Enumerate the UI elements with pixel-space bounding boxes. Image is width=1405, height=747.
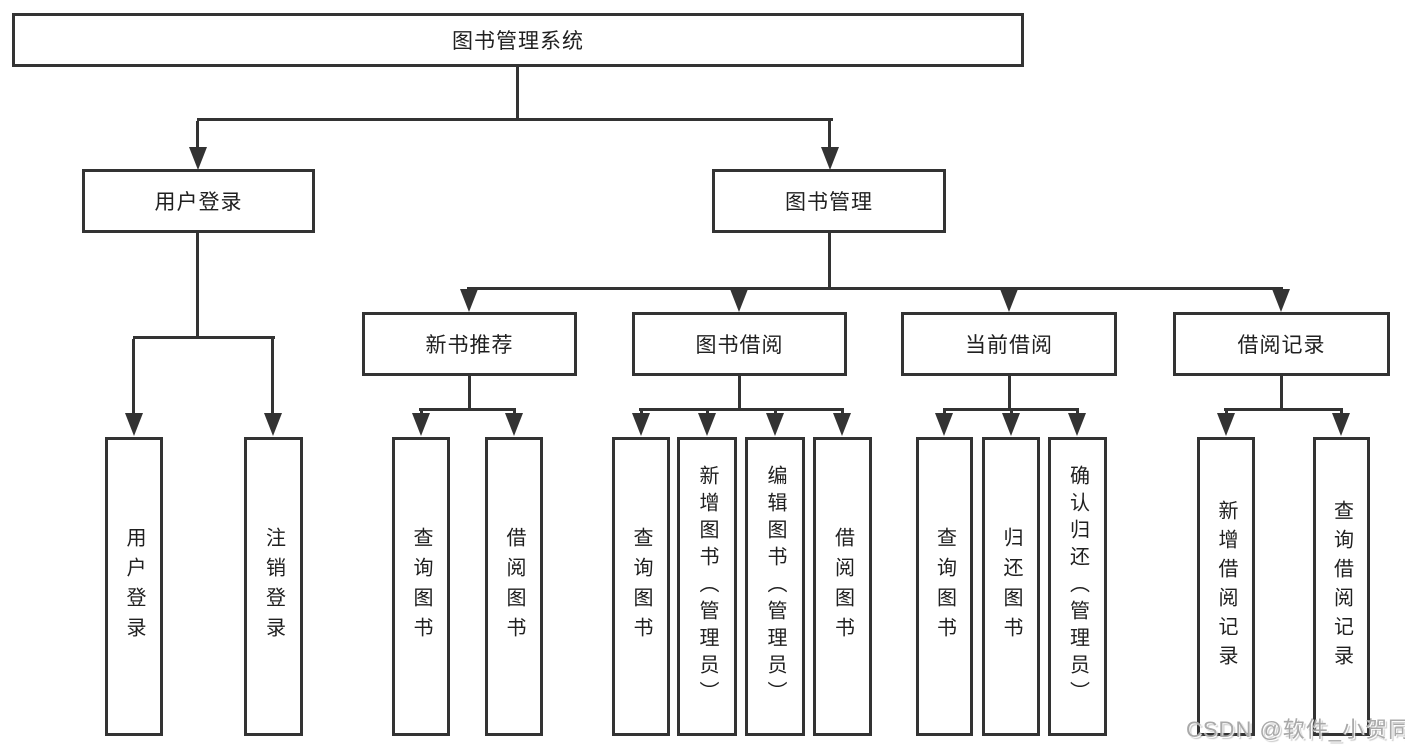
node-root-book-management-system: 图书管理系统 [12,13,1024,67]
connector-line [738,376,741,410]
arrow-down-icon [821,147,839,170]
arrow-down-icon [632,413,650,436]
arrow-down-icon [730,289,748,312]
node-book-management: 图书管理 [712,169,946,233]
connector-line [774,408,777,416]
arrow-down-icon [833,413,851,436]
node-root-label: 图书管理系统 [452,30,584,53]
connector-line [1340,408,1343,416]
connector-line [516,67,519,118]
connector-line [196,121,199,150]
leaf-add-borrow-record: 新增借阅记录 [1197,437,1255,736]
node-book-management-label: 图书管理 [785,191,873,214]
node-user-login: 用户登录 [82,169,315,233]
node-borrowing-records: 借阅记录 [1173,312,1390,376]
arrow-down-icon [1332,413,1350,436]
node-user-login-label: 用户登录 [154,191,243,214]
leaf-add-books-admin: 新增图书（管理员） [677,437,737,736]
leaf-query-books-current-label: 查询图书 [933,526,956,647]
leaf-query-books-recommend: 查询图书 [392,437,450,736]
arrow-down-icon [1068,413,1086,436]
leaf-query-books-borrowing: 查询图书 [612,437,670,736]
connector-line [513,408,516,416]
leaf-query-books-current: 查询图书 [916,437,973,736]
arrow-down-icon [766,413,784,436]
connector-line [1225,408,1228,416]
arrow-down-icon [125,413,143,436]
node-book-borrowing-label: 图书借阅 [695,334,784,357]
connector-line [196,233,199,338]
connector-line [420,408,423,416]
leaf-user-login: 用户登录 [105,437,163,736]
leaf-logout-label: 注销登录 [262,526,285,647]
leaf-query-books-recommend-label: 查询图书 [410,526,432,647]
leaf-confirm-return-admin-label: 确认归还（管理员） [1066,465,1089,708]
connector-line [1280,376,1283,410]
leaf-query-borrow-record: 查询借阅记录 [1313,437,1370,736]
leaf-edit-books-admin: 编辑图书（管理员） [745,437,805,736]
csdn-watermark: CSDN @软件_小贺同学 [1186,717,1405,742]
leaf-borrow-books-borrowing: 借阅图书 [813,437,872,736]
node-new-book-recommendation: 新书推荐 [362,312,577,376]
connector-line [468,376,471,410]
arrow-down-icon [1272,289,1290,312]
leaf-return-books: 归还图书 [982,437,1040,736]
connector-line [132,339,135,414]
arrow-down-icon [412,413,430,436]
leaf-query-borrow-record-label: 查询借阅记录 [1330,499,1353,674]
connector-line [133,336,275,339]
leaf-logout: 注销登录 [244,437,303,736]
leaf-borrow-books-borrowing-label: 借阅图书 [831,526,854,647]
node-current-borrowing-label: 当前借阅 [965,334,1053,357]
node-current-borrowing: 当前借阅 [901,312,1117,376]
connector-line [1010,408,1013,416]
connector-line [271,339,274,414]
leaf-edit-books-admin-label: 编辑图书（管理员） [764,465,786,708]
arrow-down-icon [189,147,207,170]
connector-line [1224,408,1342,411]
leaf-add-borrow-record-label: 新增借阅记录 [1215,499,1237,674]
node-borrowing-records-label: 借阅记录 [1237,334,1326,357]
leaf-confirm-return-admin: 确认归还（管理员） [1048,437,1107,736]
connector-line [639,408,843,411]
connector-line [640,408,643,416]
connector-line [943,408,946,416]
arrow-down-icon [698,413,716,436]
arrow-down-icon [935,413,953,436]
node-new-book-recommendation-label: 新书推荐 [425,334,514,357]
leaf-borrow-books-recommend: 借阅图书 [485,437,543,736]
connector-line [828,121,831,150]
leaf-query-books-borrowing-label: 查询图书 [630,526,652,647]
arrow-down-icon [505,413,523,436]
node-book-borrowing: 图书借阅 [632,312,847,376]
connector-line [1076,408,1079,416]
connector-line [419,408,516,411]
arrow-down-icon [1217,413,1235,436]
connector-line [828,233,831,289]
connector-line [197,118,833,121]
arrow-down-icon [460,289,478,312]
connector-line [841,408,844,416]
leaf-add-books-admin-label: 新增图书（管理员） [696,465,718,708]
leaf-return-books-label: 归还图书 [1000,526,1022,647]
leaf-user-login-label: 用户登录 [123,526,145,647]
connector-line [706,408,709,416]
leaf-borrow-books-recommend-label: 借阅图书 [503,526,525,647]
arrow-down-icon [264,413,282,436]
connector-line [1008,376,1011,410]
arrow-down-icon [1000,289,1018,312]
arrow-down-icon [1002,413,1020,436]
connector-line [467,287,1283,290]
